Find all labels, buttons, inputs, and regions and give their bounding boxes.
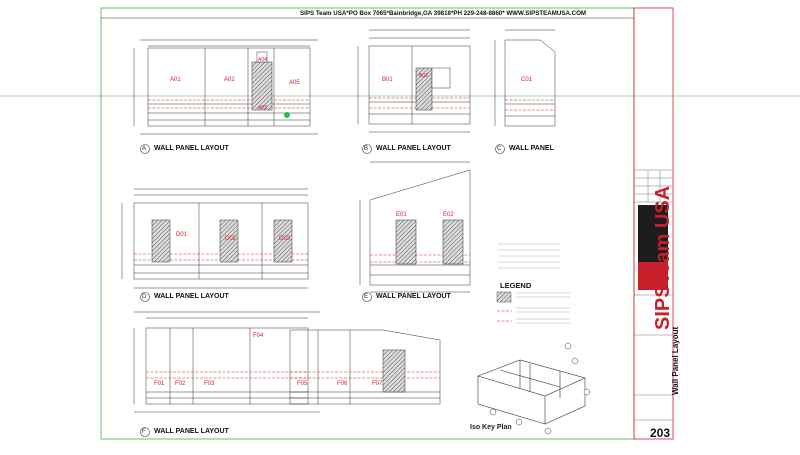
panel-label: E02 — [443, 212, 454, 218]
title-block-border — [633, 7, 674, 440]
opening-b — [415, 67, 433, 111]
opening-d3 — [273, 219, 293, 263]
panel-label: B02 — [419, 73, 428, 79]
opening-e1 — [395, 219, 417, 265]
view-label-circles — [140, 144, 505, 437]
panel-label: D01 — [176, 232, 188, 238]
iso-markers — [489, 342, 591, 435]
panel-label: F01 — [154, 381, 165, 387]
view-id: E — [364, 294, 369, 300]
legend-title: LEGEND — [500, 281, 532, 290]
opening-a — [251, 61, 273, 111]
view-caption: WALL PANEL LAYOUT — [154, 293, 229, 300]
view-caption: WALL PANEL LAYOUT — [154, 145, 229, 152]
view-id: A — [142, 146, 147, 152]
sheet-title: Wall Panel Layout — [671, 326, 680, 395]
panel-label: F05 — [297, 381, 308, 387]
view-id: D — [142, 294, 147, 300]
view-f — [133, 311, 441, 413]
panel-label: B01 — [382, 77, 393, 83]
panel-label: A04 — [258, 57, 267, 63]
panel-label: A01 — [170, 77, 181, 83]
view-caption: WALL PANEL LAYOUT — [376, 145, 451, 152]
notes-block — [498, 243, 560, 269]
view-c — [494, 29, 556, 127]
panel-label: F02 — [175, 381, 186, 387]
panel-label: F07 — [372, 381, 383, 387]
view-id: F — [142, 429, 146, 435]
panel-label: F06 — [337, 381, 348, 387]
view-b — [357, 29, 471, 133]
view-a — [133, 39, 318, 135]
opening-d1 — [151, 219, 171, 263]
panel-label: E01 — [396, 212, 407, 218]
view-caption: WALL PANEL — [509, 145, 554, 152]
view-caption: WALL PANEL LAYOUT — [154, 428, 229, 435]
panel-label: D02 — [225, 236, 237, 242]
view-id: C — [497, 146, 502, 152]
iso-key-plan — [477, 359, 586, 425]
opening-d2 — [219, 219, 239, 263]
panel-label: A02 — [224, 77, 235, 83]
view-caption: WALL PANEL LAYOUT — [376, 293, 451, 300]
panel-label: A03 — [258, 105, 267, 111]
sheet-number: 203 — [650, 426, 671, 440]
panel-label: F03 — [204, 381, 215, 387]
panel-label: F04 — [253, 333, 264, 339]
iso-caption: Iso Key Plan — [470, 424, 512, 431]
title-block-grid — [634, 169, 673, 421]
legend-hatch — [496, 291, 512, 303]
panel-label: A05 — [289, 80, 300, 86]
opening-e2 — [442, 219, 464, 265]
panel-label: D03 — [279, 236, 291, 242]
panel-label: C01 — [521, 77, 533, 83]
company-header: SIPS Team USA*PO Box 7065*Bainbridge,GA … — [300, 10, 587, 17]
sheet-border — [100, 7, 635, 440]
view-id: B — [364, 146, 369, 152]
opening-f — [382, 349, 406, 393]
marker-a — [284, 112, 290, 118]
